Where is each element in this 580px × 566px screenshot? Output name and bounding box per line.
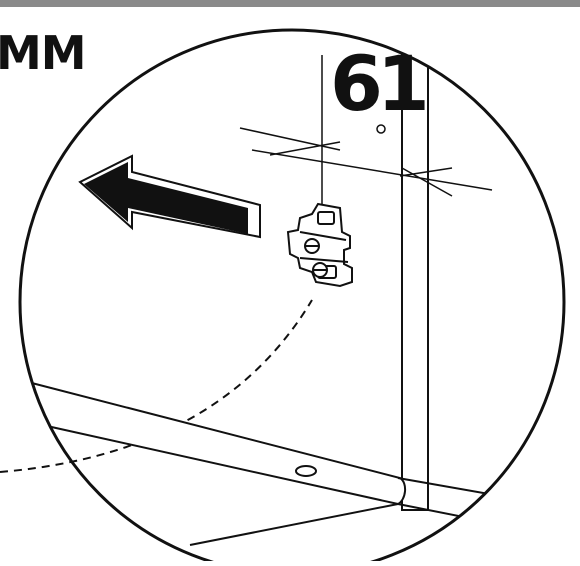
cabinet-side-panel xyxy=(401,30,429,511)
magnifier-circle xyxy=(18,28,566,566)
dimension-tick-right-a xyxy=(401,167,453,197)
bottom-shelf-board xyxy=(20,379,406,506)
dimension-line xyxy=(251,149,493,191)
dimension-tick-left-b xyxy=(269,141,341,156)
dimension-tick-right-b xyxy=(399,167,453,177)
dimension-tick-left-a xyxy=(239,127,341,151)
direction-arrow-icon xyxy=(78,154,261,239)
top-frame-bar xyxy=(0,0,580,7)
hinge-mounting-plate-icon xyxy=(286,202,353,288)
unit-label: MM xyxy=(0,26,87,80)
callout-leader-line xyxy=(0,299,313,473)
mounting-hole-icon xyxy=(295,465,317,477)
hinge-hole-marker xyxy=(376,124,386,134)
magnified-detail xyxy=(20,30,564,546)
dimension-value: 61 xyxy=(330,39,430,128)
shelf-front-edge xyxy=(189,503,399,546)
